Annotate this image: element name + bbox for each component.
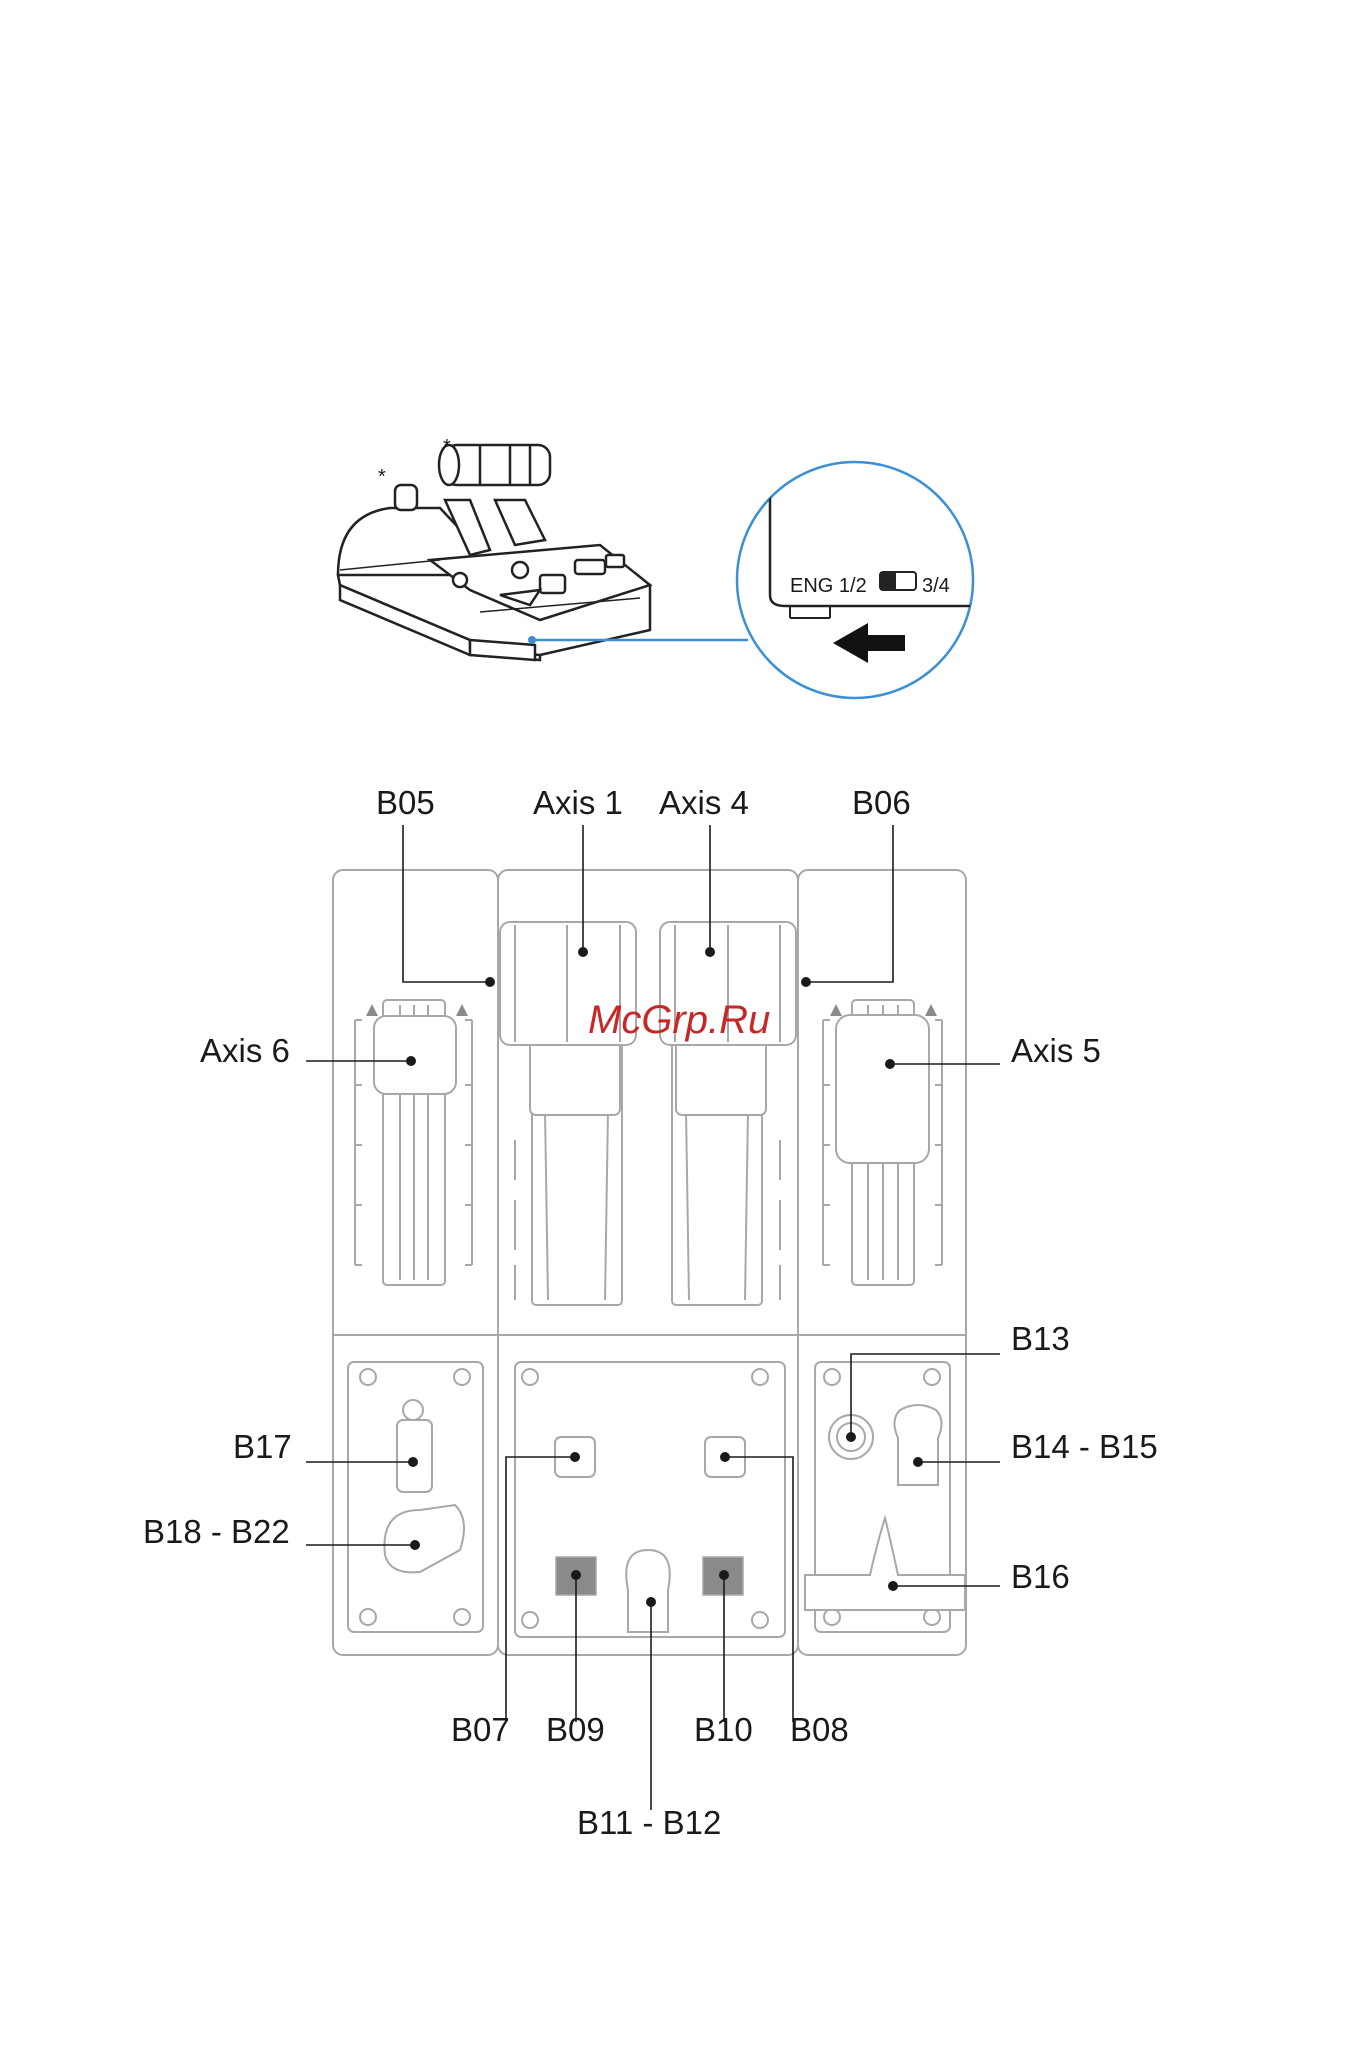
label-b10: B10 <box>694 1711 753 1748</box>
label-axis1: Axis 1 <box>533 784 623 821</box>
label-b17: B17 <box>233 1428 292 1465</box>
b14-b15-rotary <box>894 1405 941 1485</box>
label-b07: B07 <box>451 1711 510 1748</box>
label-b11-b12: B11 - B12 <box>577 1804 721 1841</box>
label-b13: B13 <box>1011 1320 1070 1357</box>
b16-lever <box>805 1518 965 1610</box>
b17-toggle <box>397 1420 432 1492</box>
label-axis5: Axis 5 <box>1011 1032 1101 1069</box>
label-b06: B06 <box>852 784 911 821</box>
label-axis4: Axis 4 <box>659 784 749 821</box>
label-axis6: Axis 6 <box>200 1032 290 1069</box>
switch-label-eng12: ENG 1/2 <box>790 575 867 597</box>
axis6-lever <box>374 1016 456 1094</box>
label-b05: B05 <box>376 784 435 821</box>
leader-lines <box>306 825 1000 1810</box>
label-b18-b22: B18 - B22 <box>143 1513 290 1550</box>
watermark-text: McGrp.Ru <box>588 998 770 1042</box>
callout-anchor-dot <box>528 636 536 644</box>
throttle-top-view <box>333 870 966 1655</box>
asterisk-mark: * <box>443 436 451 458</box>
switch-label-34: 3/4 <box>922 575 950 597</box>
engine-switch <box>880 572 916 590</box>
label-b09: B09 <box>546 1711 605 1748</box>
asterisk-mark: * <box>378 466 386 488</box>
label-b14-b15: B14 - B15 <box>1011 1428 1158 1465</box>
axis5-lever <box>836 1015 929 1163</box>
b18-b22-rotary <box>384 1505 464 1572</box>
label-b08: B08 <box>790 1711 849 1748</box>
label-b16: B16 <box>1011 1558 1070 1595</box>
zoom-callout: ENG 1/2 3/4 <box>737 460 990 698</box>
